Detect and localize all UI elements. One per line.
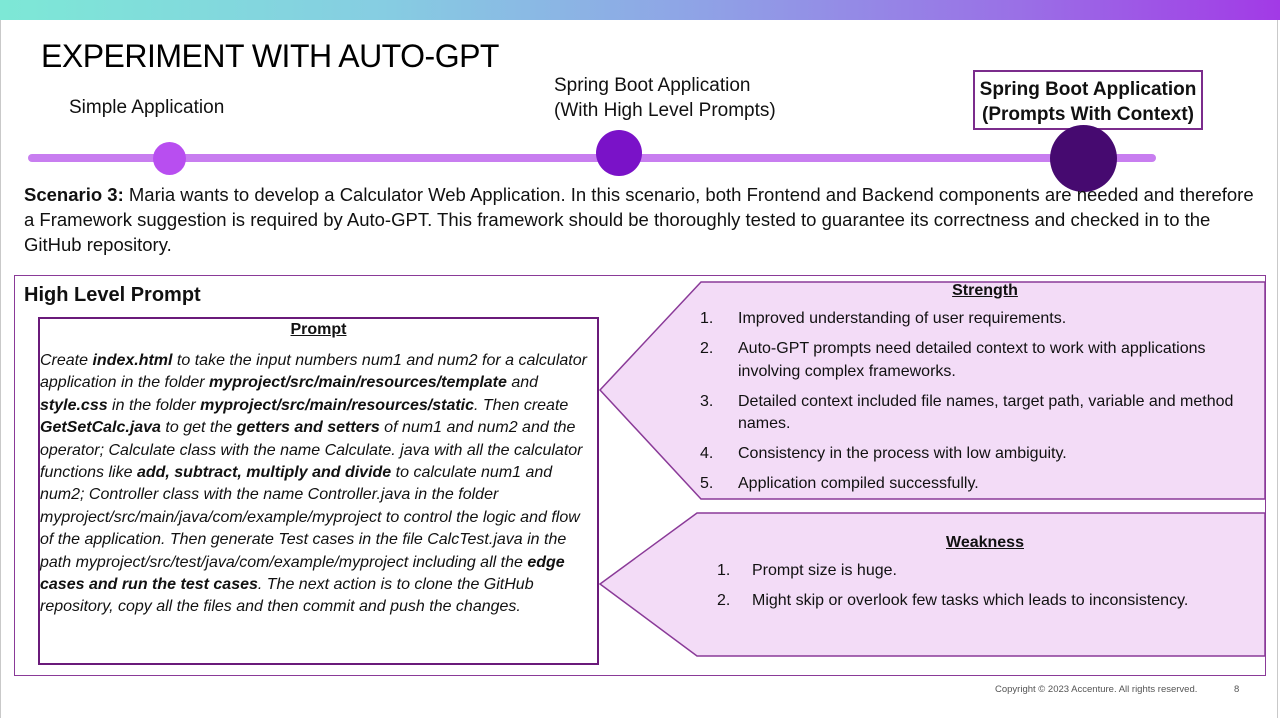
prompt-segment: to take the input numbers num1 and num2 …	[40, 352, 587, 392]
timeline-dot-context	[1050, 125, 1117, 192]
strength-item-text: Auto-GPT prompts need detailed context t…	[738, 340, 1206, 380]
prompt-segment: to calculate num1 and num2; Controller c…	[40, 464, 580, 571]
weakness-callout-shape	[598, 512, 1266, 657]
weakness-item: 1. Prompt size is huge.	[700, 560, 1270, 583]
strength-item-number: 5.	[700, 475, 714, 492]
prompt-segment: of num1 and num2 and the operator; Calcu…	[40, 419, 583, 482]
strength-item-number: 4.	[700, 445, 714, 462]
strength-item: 4. Consistency in the process with low am…	[700, 443, 1270, 466]
weakness-heading: Weakness	[946, 534, 1024, 551]
prompt-segment: . The next action is to clone the GitHub…	[40, 576, 534, 616]
strength-item-text: Consistency in the process with low ambi…	[738, 445, 1067, 462]
weakness-item-text: Might skip or overlook few tasks which l…	[752, 592, 1189, 609]
strength-item: 1. Improved understanding of user require…	[700, 308, 1270, 331]
scenario-description: Scenario 3: Maria wants to develop a Cal…	[24, 182, 1264, 257]
prompt-bold-segment: edge cases and run the test cases	[40, 553, 565, 594]
slide-title: EXPERIMENT WITH AUTO-GPT	[41, 38, 499, 74]
weakness-item-number: 2.	[717, 592, 731, 609]
timeline-label-high-level-line2: (With High Level Prompts)	[554, 100, 776, 121]
prompt-bold-segment: index.html	[92, 352, 173, 369]
strength-callout-shape	[598, 281, 1266, 500]
prompt-segment: in the folder	[107, 396, 201, 414]
strength-item-number: 3.	[700, 392, 714, 410]
timeline-label-context-line1: Spring Boot Application	[979, 79, 1197, 100]
prompt-box: Prompt Create index.html to take the inp…	[38, 317, 599, 665]
timeline-label-context: Spring Boot Application (Prompts With Co…	[973, 70, 1203, 130]
prompt-bold-segment: myproject/src/main/resources/static	[200, 396, 475, 414]
prompt-segment: to get the	[160, 419, 237, 437]
strength-item-number: 1.	[700, 310, 714, 327]
prompt-text: Create index.html to take the input numb…	[40, 350, 592, 619]
timeline-label-context-line2: (Prompts With Context)	[982, 104, 1194, 125]
timeline-label-high-level-line1: Spring Boot Application	[554, 75, 751, 96]
strength-heading: Strength	[952, 282, 1018, 299]
strength-panel: Strength 1. Improved understanding of use…	[700, 282, 1270, 503]
strength-item: 3. Detailed context included file names, …	[700, 391, 1270, 436]
weakness-panel: Weakness 1. Prompt size is huge. 2. Might s…	[700, 534, 1270, 620]
prompt-segment: and	[506, 374, 539, 392]
strength-list: 1. Improved understanding of user require…	[700, 308, 1270, 496]
strength-item-text: Improved understanding of user requireme…	[738, 310, 1067, 327]
top-gradient-band	[0, 0, 1280, 20]
weakness-item-number: 1.	[717, 562, 731, 579]
timeline-dot-simple	[153, 142, 186, 175]
prompt-segment: Create	[40, 352, 93, 369]
prompt-bold-segment: myproject/src/main/resources/template	[209, 374, 507, 392]
strength-item-number: 2.	[700, 340, 714, 357]
scenario-text: Maria wants to develop a Calculator Web …	[24, 184, 1254, 255]
weakness-item: 2. Might skip or overlook few tasks which…	[700, 590, 1270, 613]
prompt-bold-segment: GetSetCalc.java	[40, 419, 161, 437]
timeline-dot-high-level	[596, 130, 642, 176]
scenario-label: Scenario 3:	[24, 184, 124, 205]
slide-frame	[0, 20, 1278, 718]
timeline-line	[28, 154, 1156, 162]
section-title: High Level Prompt	[24, 284, 201, 306]
strength-item: 2. Auto-GPT prompts need detailed context…	[700, 338, 1270, 383]
prompt-bold-segment: add, subtract, multiply and divide	[136, 464, 392, 482]
strength-item-text: Detailed context included file names, ta…	[738, 392, 1234, 433]
strength-item: 5. Application compiled successfully.	[700, 473, 1270, 496]
prompt-bold-segment: style.css	[40, 396, 108, 414]
weakness-item-text: Prompt size is huge.	[752, 562, 897, 579]
weakness-list: 1. Prompt size is huge. 2. Might skip or ov…	[700, 560, 1270, 613]
prompt-segment: . Then create	[474, 396, 569, 414]
timeline-label-simple: Simple Application	[69, 97, 225, 118]
prompt-bold-segment: getters and setters	[236, 419, 380, 437]
prompt-heading: Prompt	[290, 321, 347, 338]
copyright-footer: Copyright © 2023 Accenture. All rights r…	[995, 684, 1198, 695]
page-number: 8	[1234, 684, 1240, 695]
strength-item-text: Application compiled successfully.	[738, 475, 979, 492]
timeline-label-high-level: Spring Boot Application (With High Level…	[554, 73, 776, 123]
